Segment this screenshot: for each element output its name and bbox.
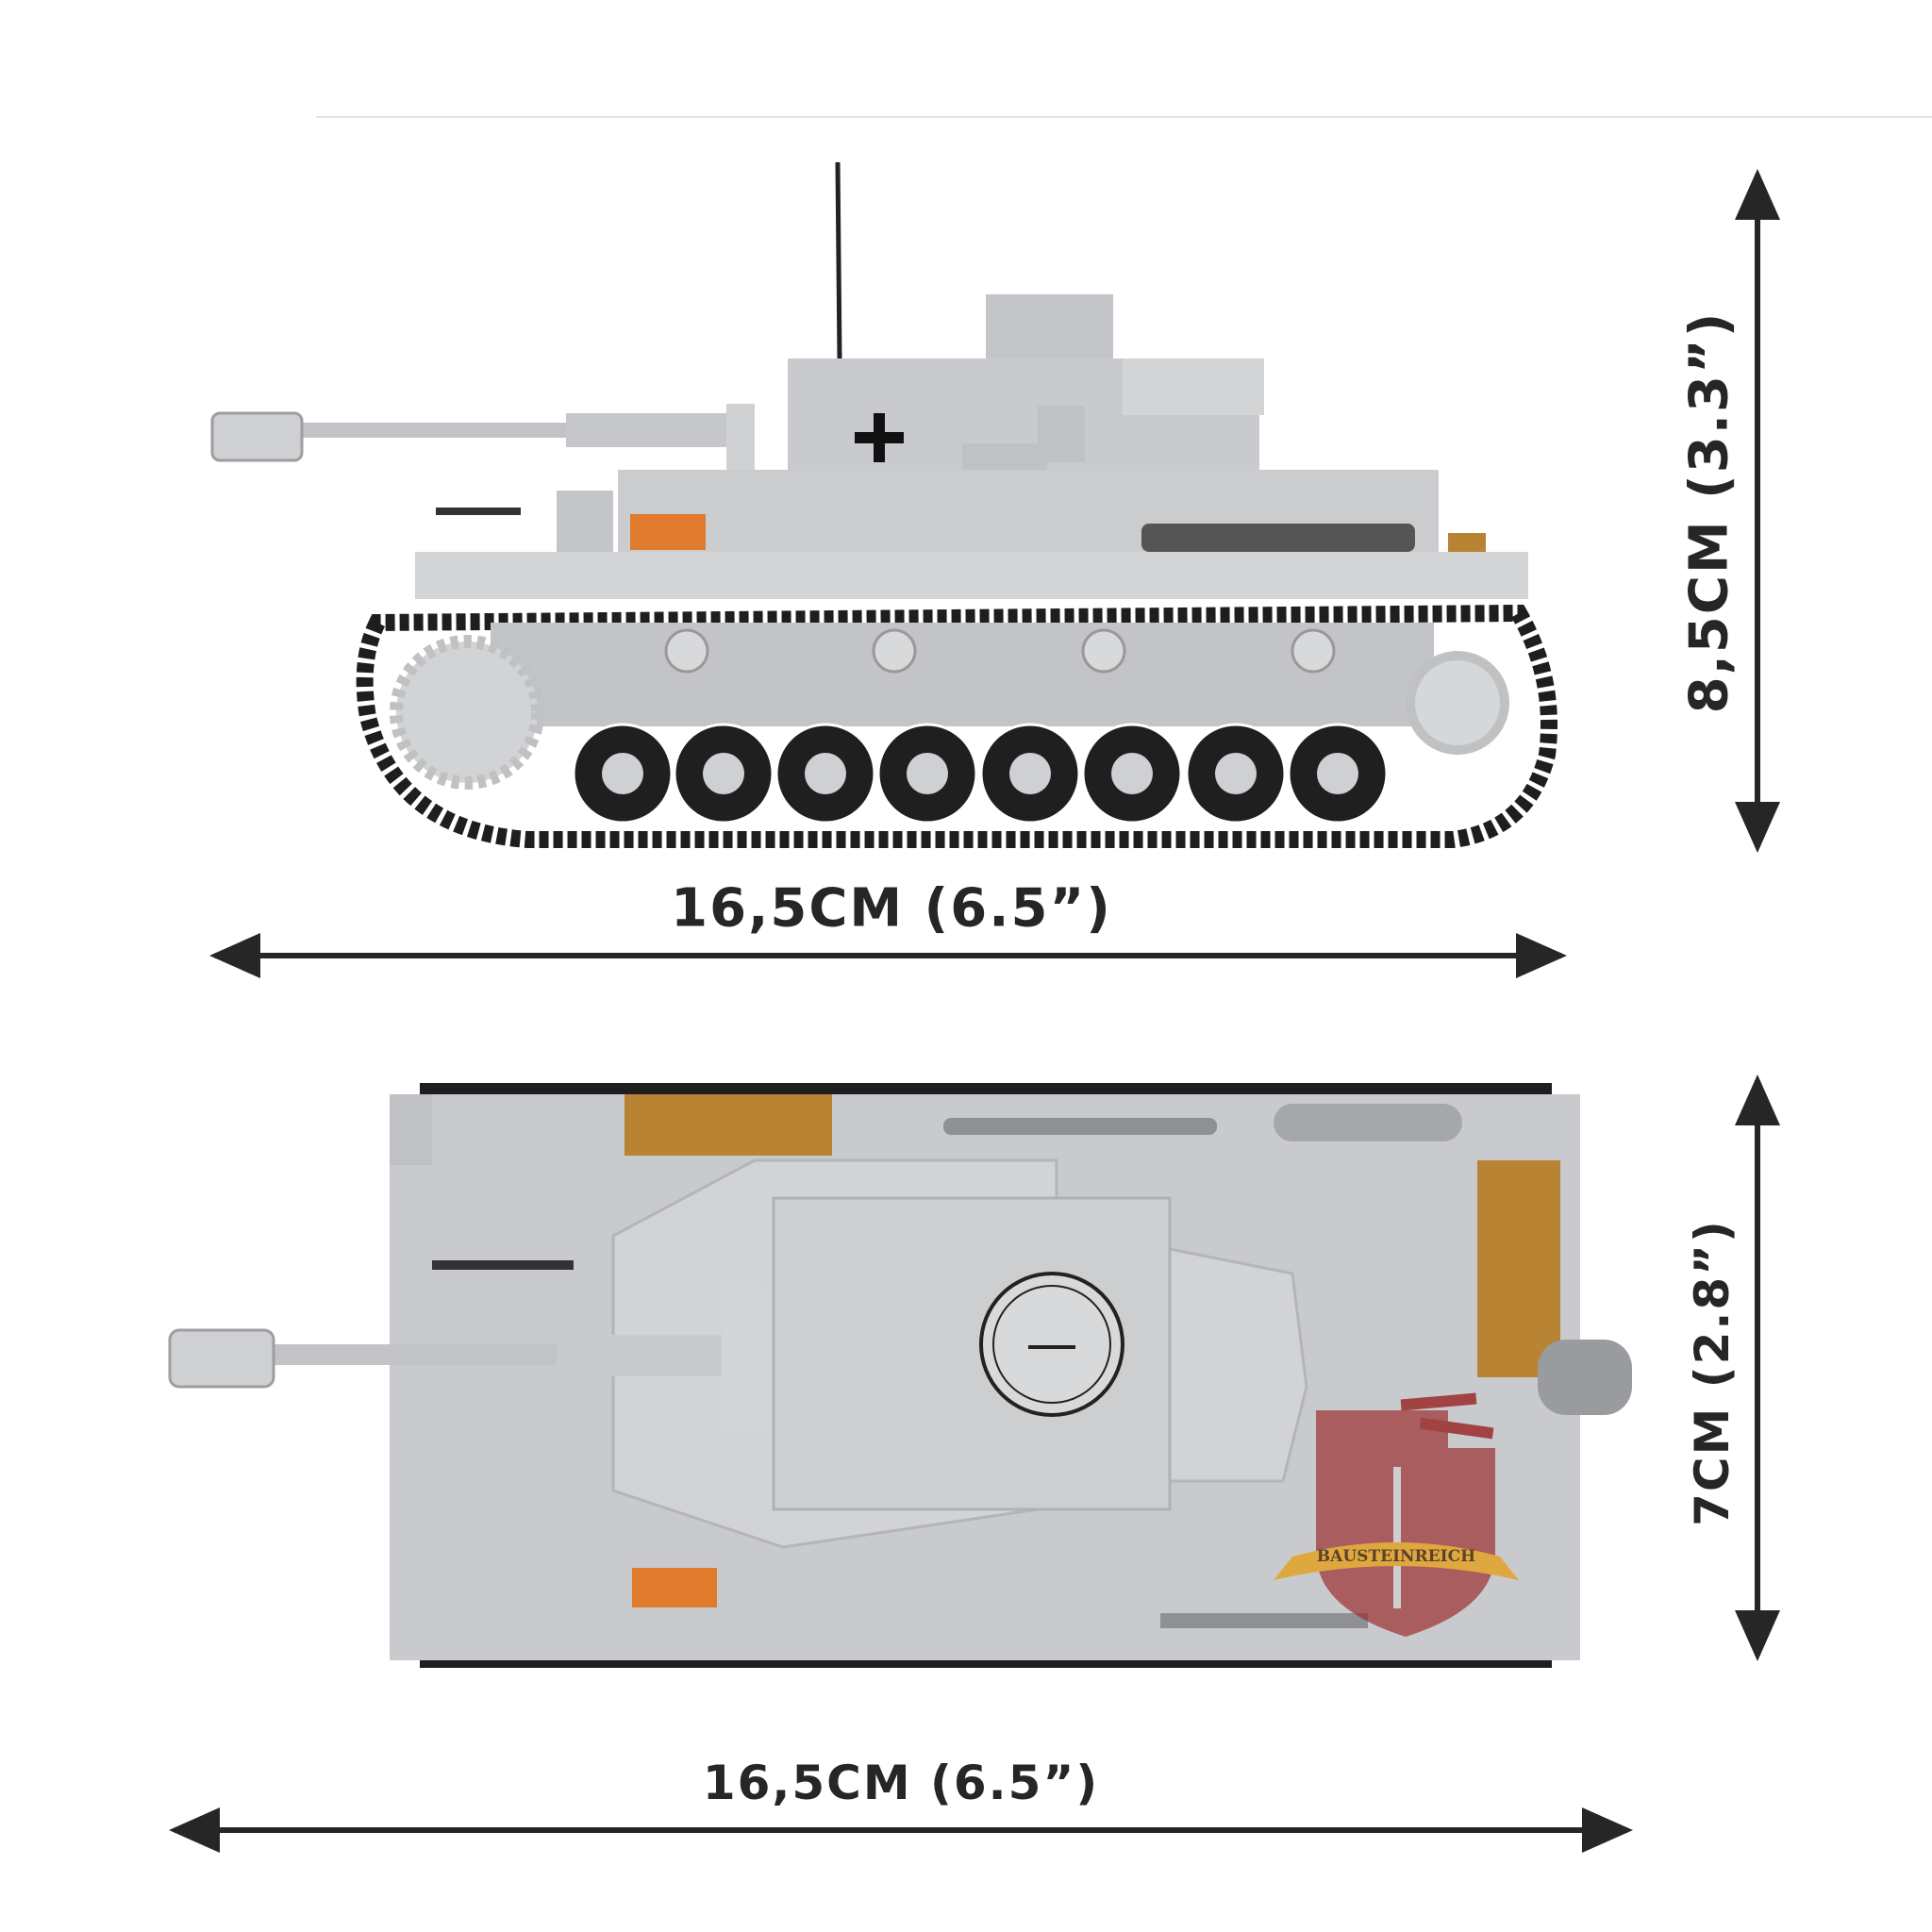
side-length-label: 16,5CM (6.5”) — [671, 877, 1112, 940]
muzzle-brake-top — [168, 1328, 275, 1389]
tan-side-box — [1477, 1160, 1560, 1377]
antenna — [835, 161, 842, 359]
orange-detail — [630, 514, 706, 550]
top-divider-line — [316, 116, 1932, 118]
gun-barrel — [302, 423, 575, 438]
top-length-label: 16,5CM (6.5”) — [702, 1756, 1100, 1810]
drive-sprocket — [390, 635, 544, 790]
tan-crate — [625, 1094, 832, 1156]
hatch — [979, 1272, 1124, 1417]
top-width-label: 7CM (2.8”) — [1685, 1219, 1740, 1526]
tank-top-view: BAUSTEINREICH — [168, 1083, 1632, 1668]
idler-wheel — [1406, 651, 1509, 755]
muzzle-brake — [210, 411, 304, 462]
tank-side-view — [210, 161, 1557, 848]
road-wheels — [572, 723, 1389, 824]
watermark-text: BAUSTEINREICH — [1317, 1547, 1475, 1566]
side-height-label: 8,5CM (3.3”) — [1678, 310, 1740, 714]
commander-cupola — [986, 294, 1113, 360]
bausteinreich-watermark-logo: BAUSTEINREICH — [1274, 1392, 1519, 1637]
